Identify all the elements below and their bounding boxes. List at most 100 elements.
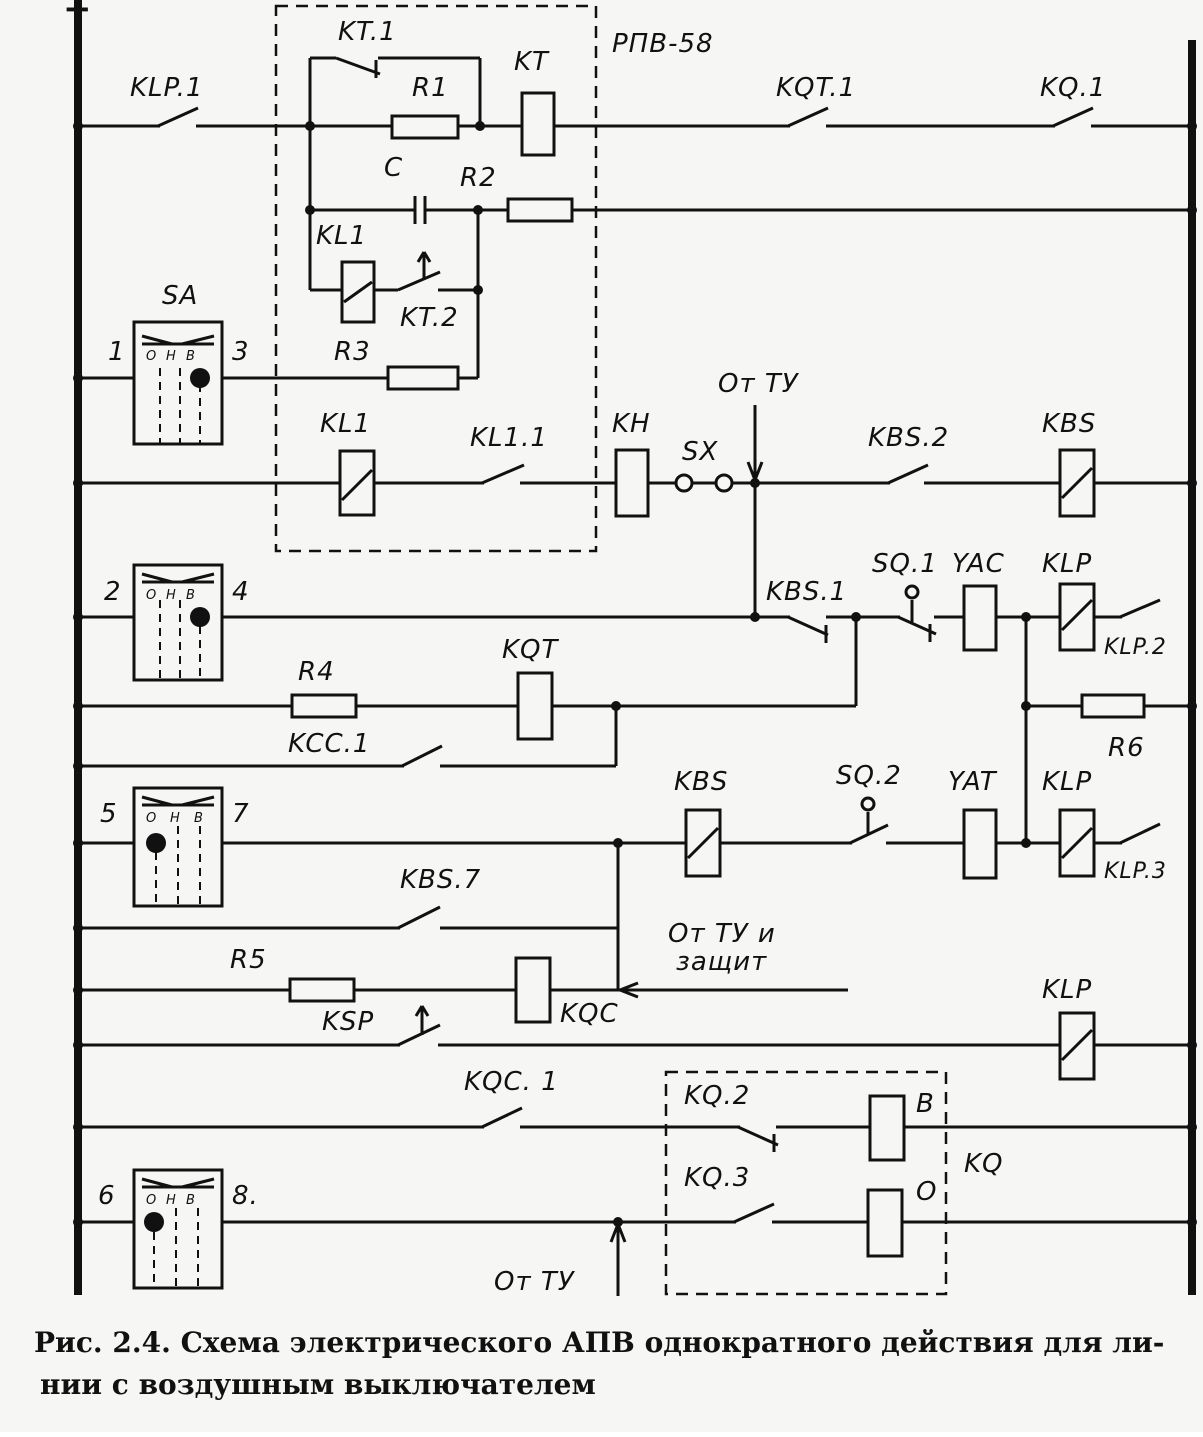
label-r6: R6 (1108, 733, 1145, 763)
row-2 (305, 126, 1197, 378)
relay-block-title: РПВ-58 (612, 29, 714, 59)
sa3-face-o: О (146, 811, 156, 826)
label-kqc1: KQC. 1 (464, 1067, 559, 1097)
sa3-left-terminal: 5 (100, 799, 118, 829)
sa4-face-n: Н (166, 1193, 176, 1208)
sa1-face-v: В (186, 349, 195, 364)
label-kl11: KL1.1 (470, 423, 548, 453)
sa1-face-o: О (146, 349, 156, 364)
relay-block-outline (274, 4, 598, 553)
sa4-left-terminal: 6 (98, 1181, 116, 1211)
label-ot-tu-2: От ТУ (494, 1267, 576, 1297)
label-r3: R3 (334, 337, 371, 367)
sa1-right-terminal: 3 (232, 337, 250, 367)
kqc-coil (514, 956, 552, 1024)
row-12 (73, 1094, 1197, 1162)
sa-switch-1 (132, 320, 224, 446)
label-kbs: KBS (674, 767, 728, 797)
kt-coil (520, 91, 556, 157)
label-kqc: KQC (560, 999, 619, 1029)
sa2-face-n: Н (166, 588, 176, 603)
sa2-face-o: О (146, 588, 156, 603)
label-c: C (384, 153, 403, 183)
kq-close-coil (868, 1094, 906, 1162)
label-kbs-top: KBS (1042, 409, 1096, 439)
label-kqt: KQT (502, 635, 560, 665)
figure-caption-line-2: нии с воздушным выключателем (40, 1368, 596, 1401)
kl1-inner (310, 251, 478, 324)
r2-resistor (506, 197, 574, 223)
figure-caption-line-1: Рис. 2.4. Схема электрического АПВ однок… (34, 1326, 1164, 1359)
label-sq2: SQ.2 (836, 761, 902, 791)
row-9 (73, 905, 618, 933)
label-klp3: KLP.3 (1104, 859, 1167, 884)
row-10 (73, 956, 848, 1024)
label-klp-3: KLP (1042, 975, 1092, 1005)
sa4-right-terminal: 8. (232, 1181, 259, 1211)
sq1-actuator (904, 584, 920, 600)
label-kq: KQ (964, 1149, 1004, 1179)
row-5 (73, 582, 1161, 843)
label-klp1: KLP.1 (130, 73, 203, 103)
klp-coil-2 (1058, 808, 1096, 878)
label-klp-2: KLP (1042, 767, 1092, 797)
label-kqt1: KQT.1 (776, 73, 856, 103)
label-yac: YAC (952, 549, 1005, 579)
label-ot-tu-zashchit-2: защит (676, 947, 767, 977)
r4-resistor (290, 693, 358, 719)
row-4 (73, 405, 1197, 617)
kh-coil (614, 448, 650, 518)
label-r4: R4 (298, 657, 335, 687)
sa2-face-v: В (186, 588, 195, 603)
label-yat: YAT (948, 767, 998, 797)
kq-open-coil (866, 1188, 904, 1258)
yat-coil (962, 808, 998, 880)
label-kq1: KQ.1 (1040, 73, 1106, 103)
label-klp2: KLP.2 (1104, 635, 1167, 660)
label-kbs7: KBS.7 (400, 865, 481, 895)
sq2-actuator (860, 796, 876, 812)
label-kl1-top: KL1 (316, 221, 367, 251)
label-kbs2: KBS.2 (868, 423, 949, 453)
sa-switch-4 (132, 1168, 224, 1290)
sa-label: SA (162, 281, 198, 311)
label-r2: R2 (460, 163, 497, 193)
label-kt: KT (514, 47, 550, 77)
label-ot-tu-zashchit-1: От ТУ и (668, 919, 776, 949)
r6-resistor (1080, 693, 1146, 719)
sa4-face-v: В (186, 1193, 195, 1208)
label-kt2: KT.2 (400, 303, 459, 333)
label-b: В (916, 1089, 935, 1119)
r3-resistor (386, 365, 460, 391)
row-7 (73, 706, 618, 771)
sa3-face-v: В (194, 811, 203, 826)
row-13 (73, 1188, 1197, 1296)
r1-resistor (390, 114, 460, 140)
sa3-face-n: Н (170, 811, 180, 826)
label-o: О (916, 1177, 937, 1207)
r5-resistor (288, 977, 356, 1003)
sa3-right-terminal: 7 (232, 799, 250, 829)
row-6 (73, 671, 1197, 741)
label-sq1: SQ.1 (872, 549, 938, 579)
sa-switch-2 (132, 563, 224, 682)
label-r1: R1 (412, 73, 449, 103)
sa2-left-terminal: 2 (104, 577, 122, 607)
label-kt1: KT.1 (338, 17, 397, 47)
label-kcc1: KCC.1 (288, 729, 370, 759)
sx-terminal-a (674, 473, 694, 493)
label-kh: KH (612, 409, 651, 439)
row-3 (73, 365, 478, 391)
yac-coil (962, 584, 998, 652)
label-klp-1: KLP (1042, 549, 1092, 579)
plus-mark: + (63, 0, 93, 29)
label-kl1-coil: KL1 (320, 409, 371, 439)
kq-block-outline (664, 1070, 948, 1296)
label-ot-tu-1: От ТУ (718, 369, 800, 399)
kqt-coil (516, 671, 554, 741)
label-kbs1: KBS.1 (766, 577, 847, 607)
row-1 (73, 56, 1197, 157)
row-11 (73, 1005, 1197, 1081)
label-sx: SX (682, 437, 719, 467)
